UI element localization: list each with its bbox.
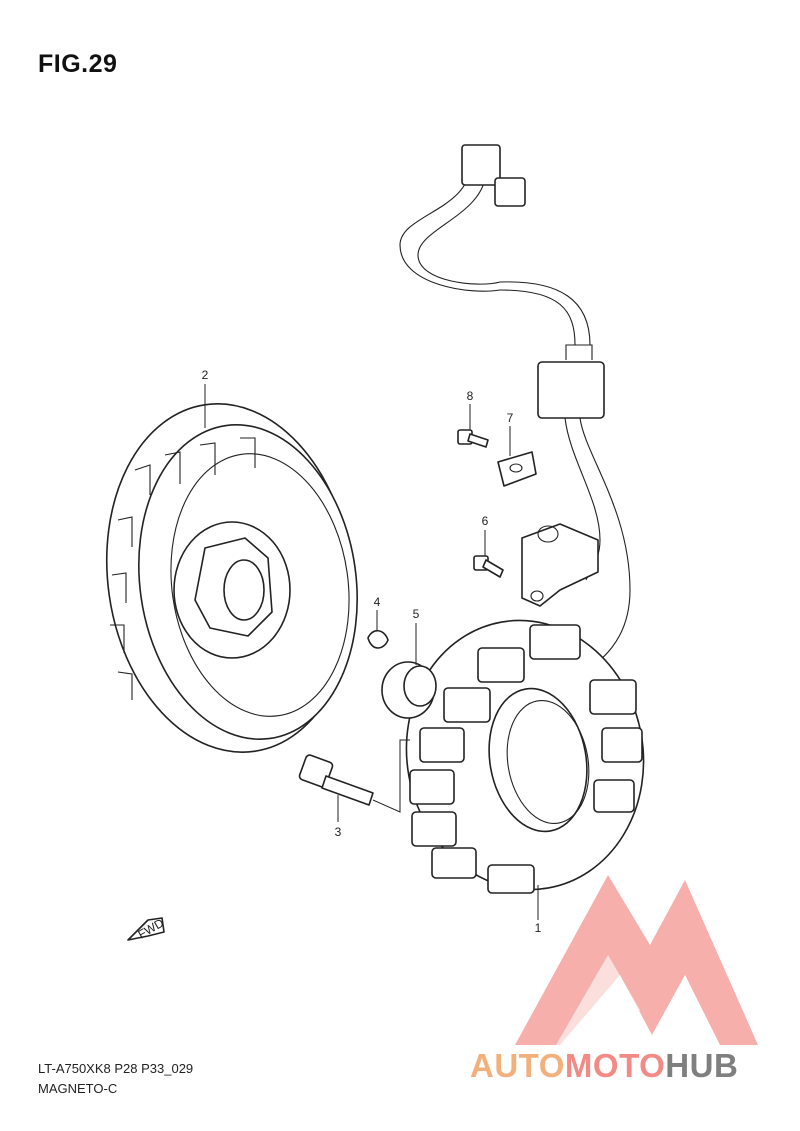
callout-6: 6 [482, 514, 489, 528]
figure-name: MAGNETO-C [38, 1081, 118, 1096]
callout-3: 3 [335, 825, 342, 839]
watermark-brand: AUTOMOTOHUB [470, 1047, 738, 1085]
watermark-logo [515, 875, 758, 1045]
callout-5: 5 [413, 607, 420, 621]
figure-code: LT-A750XK8 P28 P33_029 [38, 1061, 194, 1076]
callout-8: 8 [467, 389, 474, 403]
figure-title: FIG.29 [38, 50, 118, 78]
brand-part-moto: MOTO [564, 1047, 666, 1084]
clamp-bolt-part [457, 429, 489, 448]
fwd-arrow-icon: FWD [127, 916, 166, 942]
clamp-plate-part [497, 451, 537, 487]
callout-2: 2 [202, 368, 209, 382]
rotor-part [105, 403, 358, 753]
brand-part-hub: HUB [665, 1047, 739, 1084]
wire-harness [399, 144, 631, 676]
callout-1: 1 [535, 921, 542, 935]
stator-part [405, 619, 645, 894]
bolt-part [298, 739, 410, 813]
pickup-coil-part [521, 523, 599, 607]
key-part [367, 629, 389, 649]
pickup-bolt-part [473, 555, 504, 578]
callout-7: 7 [507, 411, 514, 425]
spacer-part [381, 661, 437, 719]
brand-part-auto: AUTO [470, 1047, 565, 1084]
callout-4: 4 [374, 595, 381, 609]
leader-lines [204, 384, 539, 920]
